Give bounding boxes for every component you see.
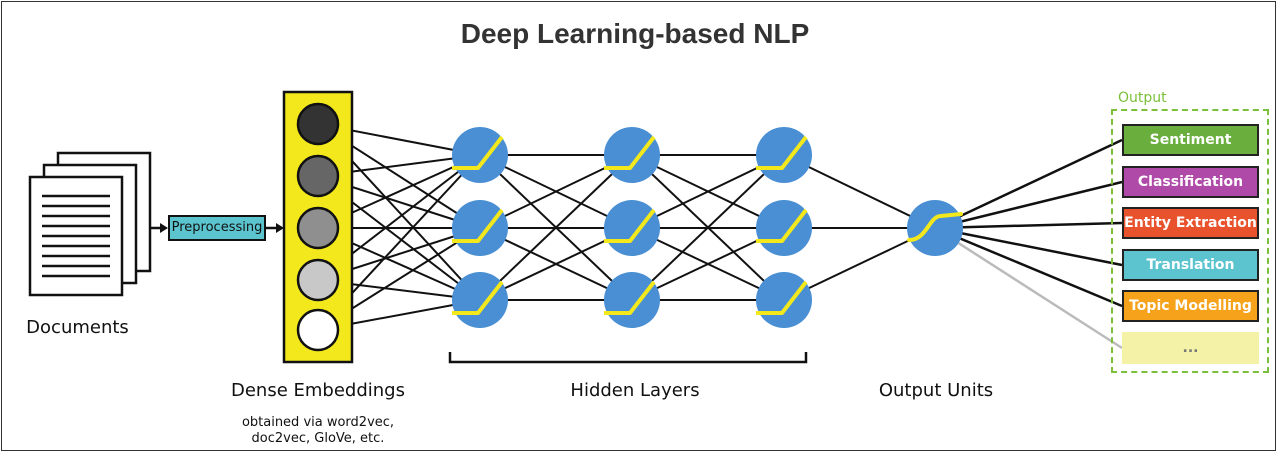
sigmoid-output-neuron xyxy=(907,200,963,256)
neurons xyxy=(452,127,963,328)
embedding-node xyxy=(296,258,340,302)
output-classification: Classification xyxy=(1122,166,1259,198)
embedding-node xyxy=(296,308,340,352)
output-topic-modelling: Topic Modelling xyxy=(1122,290,1259,322)
connection-line xyxy=(479,154,633,301)
documents-label: Documents xyxy=(26,317,129,338)
relu-neuron xyxy=(452,272,508,328)
relu-neuron xyxy=(756,200,812,256)
relu-neuron xyxy=(604,127,660,183)
embedding-nodes xyxy=(296,102,340,352)
diagram-title: Deep Learning-based NLP xyxy=(460,18,810,49)
relu-neuron xyxy=(604,200,660,256)
output-connection-line xyxy=(934,226,1123,308)
output-more: ... xyxy=(1122,332,1259,364)
embeddings-note-line1: obtained via word2vec, xyxy=(241,415,395,430)
hidden-layers-bracket xyxy=(448,352,808,364)
output-group-box xyxy=(1111,109,1269,373)
documents-icon xyxy=(28,151,152,297)
output-sentiment: Sentiment xyxy=(1122,124,1259,156)
embeddings-label: Dense Embeddings xyxy=(231,380,405,401)
relu-neuron xyxy=(756,127,812,183)
connection-line xyxy=(631,154,785,301)
hidden-layers-label: Hidden Layers xyxy=(570,380,700,401)
relu-neuron xyxy=(452,200,508,256)
embedding-node xyxy=(296,102,340,146)
output-entity-extraction: Entity Extraction xyxy=(1122,207,1259,239)
relu-neuron xyxy=(452,127,508,183)
embeddings-note-line2: doc2vec, GloVe, etc. xyxy=(251,431,385,446)
relu-neuron xyxy=(756,272,812,328)
preprocessing-box: Preprocessing xyxy=(168,215,266,241)
output-connection-line xyxy=(934,138,1123,230)
network-connections xyxy=(317,123,1123,350)
output-units-label: Output Units xyxy=(878,380,994,401)
arrow-docs-to-preprocessing xyxy=(150,223,168,233)
arrow-preprocessing-to-embeddings xyxy=(266,223,284,233)
output-group-label: Output xyxy=(1118,90,1167,106)
output-connection-line xyxy=(934,180,1123,230)
output-translation: Translation xyxy=(1122,249,1259,281)
relu-neuron xyxy=(604,272,660,328)
embedding-node xyxy=(296,206,340,250)
output-connection-line xyxy=(934,226,1123,350)
embedding-node xyxy=(296,154,340,198)
output-connection-line xyxy=(934,226,1123,267)
output-connection-line xyxy=(934,221,1123,230)
